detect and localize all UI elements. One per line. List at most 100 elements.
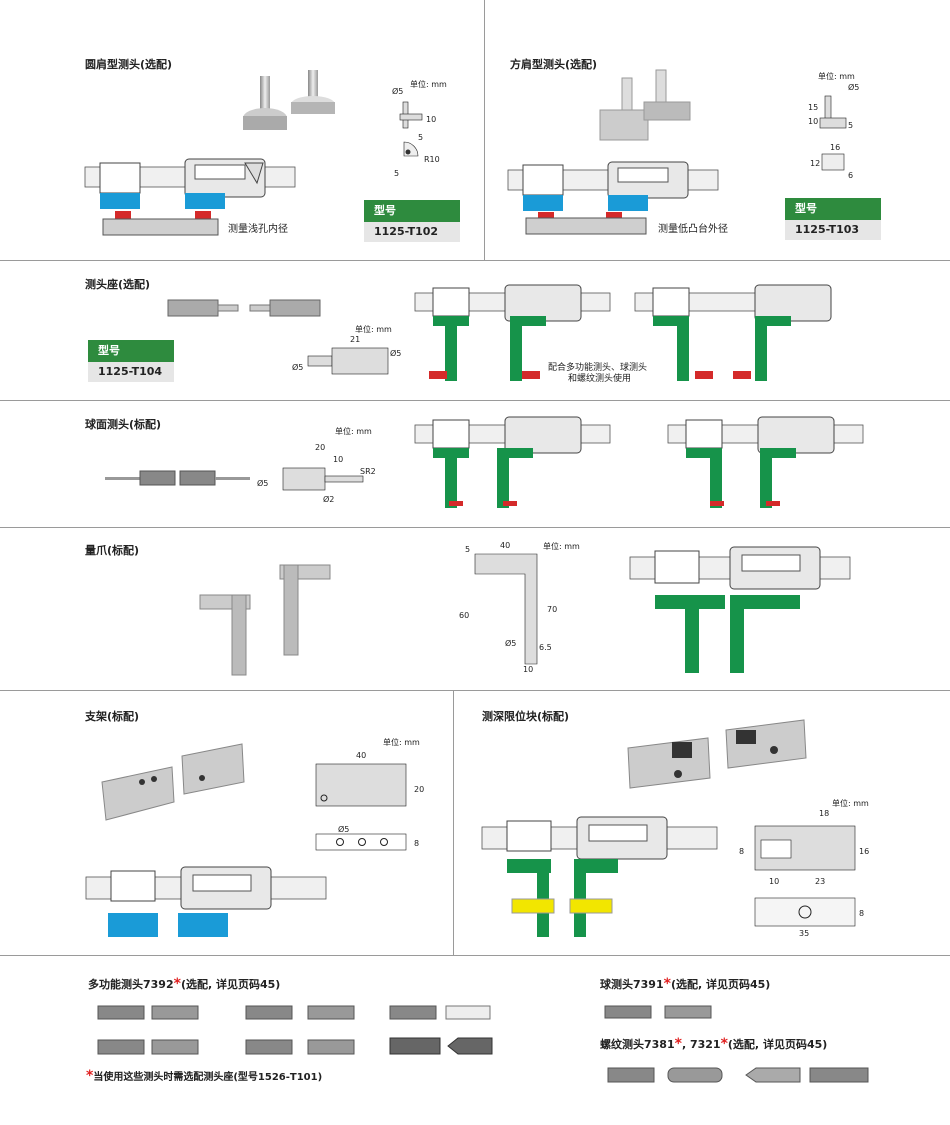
footnote-text: 当使用这些测头时需选配测头座(型号1526-T101) — [93, 1072, 323, 1083]
model-label: 型号 — [785, 198, 881, 220]
dim-label: Ø5 — [338, 824, 349, 834]
divider — [0, 690, 950, 691]
dim-label: 8 — [859, 909, 864, 918]
caliper-bracket-illustration — [85, 866, 327, 937]
dim-label: Ø5 — [392, 86, 403, 96]
dim-label: 20 — [414, 785, 424, 794]
dim-label: 8 — [414, 839, 419, 848]
unit-label: 单位: mm — [410, 80, 447, 89]
title-text: (选配, 详见页码45) — [670, 978, 771, 991]
caliper-ball-probe-illustration — [667, 416, 864, 508]
square-probe-drawing: Ø5 10 15 5 16 12 6 — [808, 82, 859, 180]
caliper-square-probe-illustration — [507, 161, 719, 235]
thread-probe-photos — [607, 1067, 869, 1083]
divider — [0, 400, 950, 401]
dim-label: 10 — [769, 877, 779, 886]
usage-note: 测量浅孔内径 — [228, 224, 288, 235]
dim-label: 6.5 — [539, 643, 552, 652]
dim-label: 10 — [808, 117, 818, 126]
star-mark: * — [173, 976, 181, 992]
dim-label: 60 — [459, 611, 469, 620]
multi-probe-photos — [97, 1005, 493, 1055]
dim-label: 15 — [808, 103, 818, 112]
star-mark: * — [674, 1036, 682, 1052]
dim-label: 5 — [848, 121, 853, 130]
section-title: 测头座(选配) — [85, 278, 151, 291]
section-title: 支架(标配) — [85, 710, 140, 723]
model-label: 型号 — [88, 340, 174, 362]
usage-note: 配合多功能测头、球测头 — [548, 363, 648, 373]
unit-label: 单位: mm — [818, 72, 855, 81]
title-text: 多功能测头7392 — [88, 978, 174, 991]
depth-block-drawing: 18 8 16 10 23 8 35 — [739, 809, 869, 938]
section-title: 量爪(标配) — [85, 544, 140, 557]
title-text: (选配, 详见页码45) — [180, 978, 281, 991]
title-text: 球测头7391 — [600, 978, 664, 991]
caliper-round-probe-illustration — [84, 158, 296, 236]
dim-label: Ø5 — [257, 478, 268, 488]
model-number: 1125-T102 — [364, 222, 460, 242]
dim-label: 6 — [848, 171, 853, 180]
probe-seat-photo — [167, 299, 321, 317]
title-text: (选配, 详见页码45) — [727, 1038, 828, 1051]
usage-note: 测量低凸台外径 — [658, 224, 728, 235]
title-text: 螺纹测头7381 — [600, 1038, 675, 1051]
section-title: 多功能测头7392*(选配, 详见页码45) — [88, 976, 280, 992]
jaw-drawing: 5 40 60 70 Ø5 6.5 10 — [459, 541, 557, 674]
jaw-photo — [199, 564, 331, 676]
usage-note: 和螺纹测头使用 — [568, 374, 632, 384]
bracket-drawing: 40 20 Ø5 8 — [315, 751, 424, 851]
unit-label: 单位: mm — [355, 325, 392, 334]
dim-label: 40 — [356, 751, 366, 760]
dim-label: 40 — [500, 541, 510, 550]
model-number: 1125-T103 — [785, 220, 881, 240]
unit-label: 单位: mm — [832, 799, 869, 808]
dim-label: 16 — [859, 847, 869, 856]
dim-label: Ø5 — [390, 348, 401, 358]
dim-label: SR2 — [360, 467, 376, 476]
round-probe-photo — [243, 70, 335, 130]
dim-label: 16 — [830, 143, 840, 152]
dim-label: 21 — [350, 335, 360, 344]
caliper-jaw-illustration — [629, 546, 851, 673]
dim-label: 10 — [333, 455, 343, 464]
ball-probe-photo — [105, 470, 250, 486]
star-mark: * — [86, 1068, 94, 1084]
section-title: 球面测头(标配) — [85, 418, 162, 431]
dim-label: 70 — [547, 605, 557, 614]
caliper-depth-block-illustration — [481, 816, 718, 937]
dim-label: R10 — [424, 155, 440, 164]
dim-label: Ø5 — [292, 362, 303, 372]
divider — [484, 0, 485, 260]
dim-label: 5 — [465, 545, 470, 554]
dim-label: 10 — [523, 665, 533, 674]
dim-label: 5 — [394, 169, 399, 178]
ball-probe-option-photo — [604, 1005, 712, 1019]
bracket-photo — [101, 743, 245, 821]
ball-probe-drawing: 20 10 SR2 Ø5 Ø2 — [257, 443, 376, 504]
section-title: 球测头7391*(选配, 详见页码45) — [600, 976, 770, 992]
dim-label: Ø5 — [848, 82, 859, 92]
unit-label: 单位: mm — [335, 427, 372, 436]
footnote: *当使用这些测头时需选配测头座(型号1526-T101) — [86, 1068, 322, 1084]
section-title: 测深限位块(标配) — [482, 710, 570, 723]
star-mark: * — [720, 1036, 728, 1052]
unit-label: 单位: mm — [383, 738, 420, 747]
dim-label: 35 — [799, 929, 809, 938]
dim-label: 18 — [819, 809, 829, 818]
dim-label: 8 — [739, 847, 744, 856]
divider — [453, 690, 454, 955]
divider — [0, 955, 950, 956]
dim-label: 10 — [426, 115, 436, 124]
dim-label: 12 — [810, 159, 820, 168]
caliper-ball-probe-illustration — [414, 416, 611, 508]
section-title: 圆肩型测头(选配) — [85, 58, 173, 71]
caliper-probe-seat-illustration — [414, 284, 611, 381]
square-probe-photo — [599, 69, 691, 141]
dim-label: Ø5 — [505, 638, 516, 648]
star-mark: * — [663, 976, 671, 992]
model-label: 型号 — [364, 200, 460, 222]
unit-label: 单位: mm — [543, 542, 580, 551]
title-text: , 7321 — [681, 1038, 721, 1051]
depth-block-photo — [627, 719, 807, 789]
